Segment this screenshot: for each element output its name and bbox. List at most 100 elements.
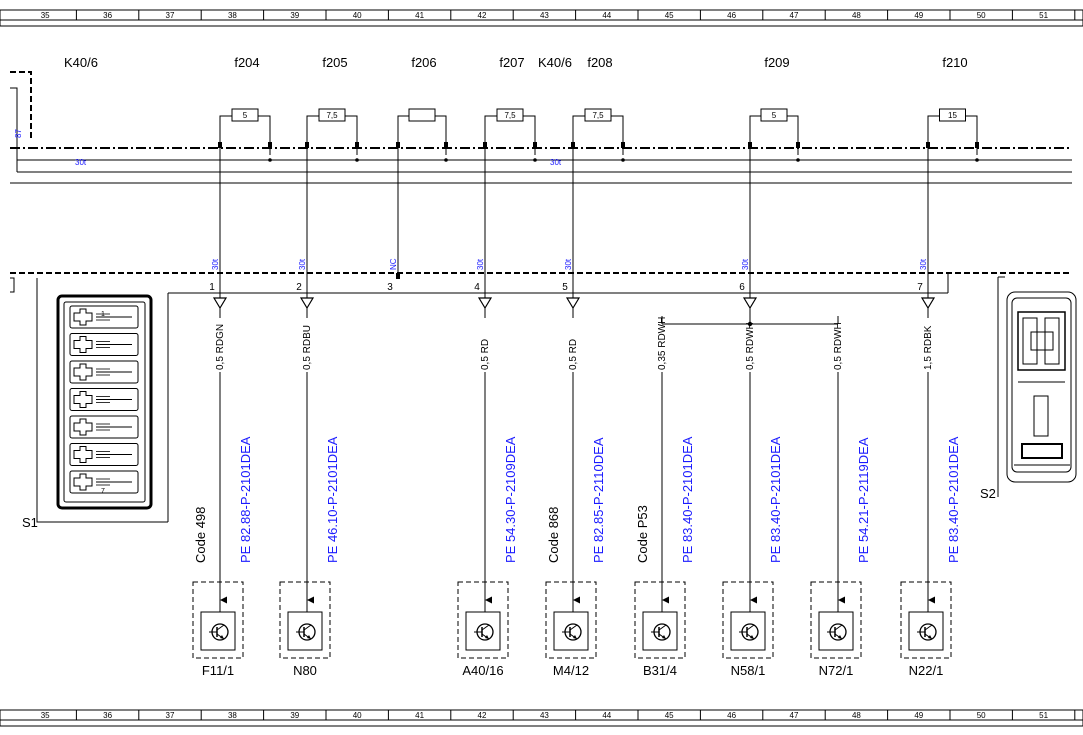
relay-label-middle: K40/6 xyxy=(538,55,572,70)
fuse-element-f205 xyxy=(318,108,346,122)
fuse-label-f205: f205 xyxy=(322,55,347,70)
fuse-label-f206: f206 xyxy=(411,55,436,70)
pin-number-5: 5 xyxy=(562,282,568,293)
connector-pin-5: 30t 5 xyxy=(562,258,581,310)
code-label: Code 868 xyxy=(546,507,561,563)
component-box xyxy=(279,581,331,659)
grid-bottom-col-48: 48 xyxy=(852,711,861,720)
relay-label-left: K40/6 xyxy=(64,55,98,70)
pin-terminal-2: 30t xyxy=(298,258,307,270)
pe-reference: PE 82.85-P-2110DEA xyxy=(591,437,606,563)
code-label: Code 498 xyxy=(193,507,208,563)
grid-top-frame xyxy=(0,9,1083,27)
component-box xyxy=(900,581,952,659)
grid-bottom-col-50: 50 xyxy=(977,711,986,720)
component-box xyxy=(722,581,774,659)
fuse-element-f207 xyxy=(496,108,524,122)
fuse-f210: f210 15 xyxy=(926,55,979,276)
component-box xyxy=(192,581,244,659)
grid-top-col-45: 45 xyxy=(665,11,674,20)
side-label-s1: S1 xyxy=(22,515,38,530)
fuse-rating-f209: 5 xyxy=(772,111,777,120)
pe-reference: PE 54.30-P-2109DEA xyxy=(503,436,518,563)
fuse-f209: f209 5 xyxy=(748,55,800,276)
component-box xyxy=(810,581,862,659)
bus-terminal-label-1: 30t xyxy=(75,158,87,167)
component-name: N58/1 xyxy=(731,663,766,678)
pin-terminal-6: 30t xyxy=(741,258,750,270)
component-box xyxy=(545,581,597,659)
component-box xyxy=(457,581,509,659)
grid-bottom-col-41: 41 xyxy=(415,711,424,720)
wire-code: 0,5 RDWH xyxy=(833,322,844,370)
fuse-label-f210: f210 xyxy=(942,55,967,70)
pe-reference: PE 46.10-P-2101DEA xyxy=(325,436,340,563)
grid-bottom-col-46: 46 xyxy=(727,711,736,720)
bus-terminal-label-2: 30t xyxy=(550,158,562,167)
fuse-label-f209: f209 xyxy=(764,55,789,70)
fuse-f206: f206 xyxy=(396,55,448,276)
fuse-label-f208: f208 xyxy=(587,55,612,70)
wire-code: 0,5 RDWH xyxy=(745,322,756,370)
connector-strip xyxy=(10,272,1072,523)
grid-bottom-col-37: 37 xyxy=(166,711,175,720)
pin-number-4: 4 xyxy=(474,282,480,293)
fuse-rating-f207: 7,5 xyxy=(504,111,516,120)
grid-bottom-col-49: 49 xyxy=(914,711,923,720)
grid-bottom-col-38: 38 xyxy=(228,711,237,720)
component-box xyxy=(634,581,686,659)
s1-pin-1-label: 1 xyxy=(101,311,105,318)
grid-bottom-col-35: 35 xyxy=(41,711,50,720)
s1-pin-7-label: 7 xyxy=(101,488,105,495)
fuse-label-f207: f207 xyxy=(499,55,524,70)
grid-top-col-40: 40 xyxy=(353,11,362,20)
fuse-element-f204 xyxy=(231,108,259,122)
grid-bottom-col-42: 42 xyxy=(478,711,487,720)
pin-number-7: 7 xyxy=(917,282,923,293)
fuse-rating-f204: 5 xyxy=(243,111,248,120)
grid-bottom-col-45: 45 xyxy=(665,711,674,720)
grid-top-col-46: 46 xyxy=(727,11,736,20)
connector-pin-4: 30t 4 xyxy=(474,258,493,310)
component-name: F11/1 xyxy=(202,663,234,678)
relay-pin-label: 87 xyxy=(14,129,23,138)
pin-terminal-5: 30t xyxy=(564,258,573,270)
grid-bottom-col-36: 36 xyxy=(103,711,112,720)
fuse-rating-f210: 15 xyxy=(948,111,957,120)
fuse-element-f206 xyxy=(408,108,436,122)
grid-top-col-47: 47 xyxy=(790,11,799,20)
pe-reference: PE 54.21-P-2119DEA xyxy=(856,437,871,563)
fuse-element-f210 xyxy=(939,108,966,122)
grid-top-col-48: 48 xyxy=(852,11,861,20)
component-name: N72/1 xyxy=(819,663,854,678)
code-label: Code P53 xyxy=(635,505,650,563)
side-label-s2: S2 xyxy=(980,486,996,501)
grid-top-col-44: 44 xyxy=(602,11,611,20)
grid-top-col-39: 39 xyxy=(290,11,299,20)
relay-k40-6-outline: 87 xyxy=(10,71,32,140)
fuse-element-f209 xyxy=(760,108,788,122)
grid-top-col-49: 49 xyxy=(914,11,923,20)
grid-top-col-35: 35 xyxy=(41,11,50,20)
pe-reference: PE 82.88-P-2101DEA xyxy=(238,436,253,563)
grid-top-col-43: 43 xyxy=(540,11,549,20)
grid-top-col-38: 38 xyxy=(228,11,237,20)
pin-terminal-4: 30t xyxy=(476,258,485,270)
pe-reference: PE 83.40-P-2101DEA xyxy=(946,436,961,563)
